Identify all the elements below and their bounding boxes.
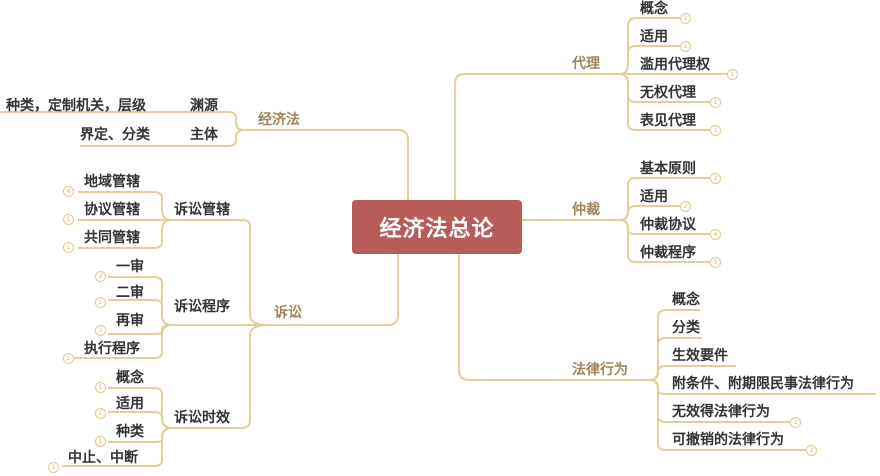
count-badge: 5 <box>710 257 721 268</box>
leaf-falv-fenlei[interactable]: 分类 <box>672 320 700 336</box>
count-badge: 4 <box>710 229 721 240</box>
branch-falv[interactable]: 法律行为 <box>572 362 628 378</box>
count-badge: 2 <box>790 417 801 428</box>
count-badge: 1 <box>680 41 691 52</box>
count-badge: 1 <box>710 97 721 108</box>
leaf-zhixing[interactable]: 执行程序 <box>84 341 140 357</box>
leaf-shiyong[interactable]: 适用 <box>116 396 144 412</box>
leaf-biaojian[interactable]: 表见代理 <box>640 113 696 129</box>
topic-zhuti-sub[interactable]: 界定、分类 <box>80 127 150 143</box>
leaf-jiben[interactable]: 基本原则 <box>640 161 696 177</box>
leaf-gongtong[interactable]: 共同管辖 <box>84 230 140 246</box>
leaf-falv-gainian[interactable]: 概念 <box>672 292 700 308</box>
leaf-daili-shiyong[interactable]: 适用 <box>640 29 668 45</box>
count-badge: 1 <box>63 353 74 364</box>
branch-susong[interactable]: 诉讼 <box>274 305 302 321</box>
leaf-fujian[interactable]: 附条件、附期限民事法律行为 <box>672 376 854 392</box>
count-badge: 1 <box>95 408 106 419</box>
count-badge: 1 <box>63 214 74 225</box>
count-badge: 2 <box>806 445 817 456</box>
count-badge: 2 <box>710 173 721 184</box>
count-badge: 1 <box>95 436 106 447</box>
leaf-zhonglei[interactable]: 种类 <box>116 424 144 440</box>
count-badge: 1 <box>680 13 691 24</box>
leaf-lanyong[interactable]: 滥用代理权 <box>640 57 710 73</box>
branch-daili[interactable]: 代理 <box>572 56 600 72</box>
leaf-yishen[interactable]: 一审 <box>116 259 144 275</box>
leaf-chengxu-zc[interactable]: 仲裁程序 <box>640 245 696 261</box>
count-badge: 2 <box>95 271 106 282</box>
count-badge: 1 <box>95 382 106 393</box>
leaf-ershen[interactable]: 二审 <box>116 285 144 301</box>
count-badge: 3 <box>95 325 106 336</box>
leaf-daili-gainian[interactable]: 概念 <box>640 1 668 17</box>
count-badge: 1 <box>63 242 74 253</box>
count-badge: 1 <box>48 462 59 473</box>
topic-susong-guanxia[interactable]: 诉讼管辖 <box>174 202 230 218</box>
topic-yuanyuan[interactable]: 渊源 <box>190 98 218 114</box>
leaf-zhongzhi[interactable]: 中止、中断 <box>68 450 138 466</box>
root-topic[interactable]: 经济法总论 <box>352 200 522 254</box>
topic-susong-shixiao[interactable]: 诉讼时效 <box>174 410 230 426</box>
leaf-shengxiao[interactable]: 生效要件 <box>672 348 728 364</box>
leaf-xieyi-zc[interactable]: 仲裁协议 <box>640 217 696 233</box>
topic-yuanyuan-sub[interactable]: 种类，定制机关，层级 <box>6 98 146 114</box>
topic-susong-chengxu[interactable]: 诉讼程序 <box>174 299 230 315</box>
count-badge: 2 <box>680 201 691 212</box>
leaf-kechexiao[interactable]: 可撤销的法律行为 <box>672 432 784 448</box>
count-badge: 4 <box>63 186 74 197</box>
leaf-gainian[interactable]: 概念 <box>116 370 144 386</box>
count-badge: 1 <box>95 297 106 308</box>
leaf-zaishen[interactable]: 再审 <box>116 313 144 329</box>
leaf-zhongcai-shiyong[interactable]: 适用 <box>640 189 668 205</box>
branch-zhongcai[interactable]: 仲裁 <box>572 202 600 218</box>
leaf-wuxiao[interactable]: 无效得法律行为 <box>672 404 770 420</box>
leaf-wuquan[interactable]: 无权代理 <box>640 85 696 101</box>
count-badge: 1 <box>727 69 738 80</box>
topic-zhuti[interactable]: 主体 <box>190 127 218 143</box>
leaf-xieyi[interactable]: 协议管辖 <box>84 202 140 218</box>
count-badge: 1 <box>710 125 721 136</box>
leaf-diyu[interactable]: 地域管辖 <box>84 174 140 190</box>
branch-jingjifa[interactable]: 经济法 <box>258 112 300 128</box>
